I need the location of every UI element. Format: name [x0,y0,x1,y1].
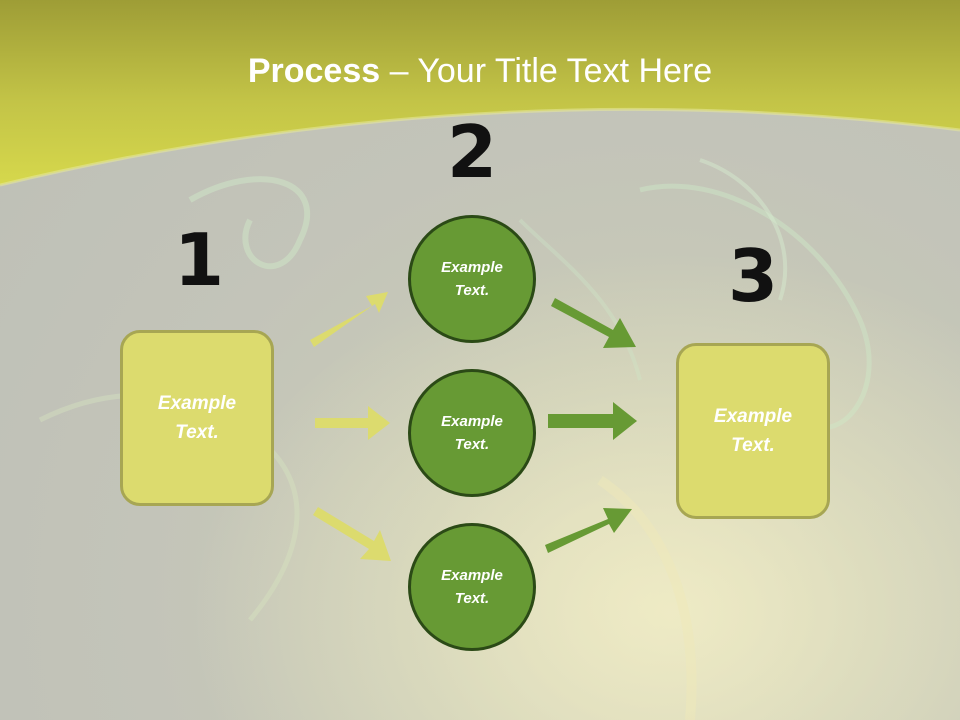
arrow-top-to-3 [551,298,636,348]
step-2-number: 2 [446,110,498,194]
step-3-number: 3 [727,234,779,318]
circle-middle-text: Example Text. [441,413,503,453]
step-2-circle-bottom: Example Text. [408,523,536,651]
slide-title: Process – Your Title Text Here [0,52,960,91]
circle-top-text: Example Text. [441,259,503,299]
step-3-text: Example Text. [713,406,793,456]
step-1-box: Example Text. [120,330,274,506]
circle-bottom-text: Example Text. [441,567,503,607]
arrow-bottom-to-3 [545,508,632,553]
title-rest: – Your Title Text Here [380,52,713,90]
arrow-1-to-top [310,292,388,347]
arrow-1-to-middle [315,406,390,440]
step-1-number: 1 [173,218,225,302]
step-3-box: Example Text. [676,343,830,519]
step-2-circle-middle: Example Text. [408,369,536,497]
step-2-circle-top: Example Text. [408,215,536,343]
arrow-middle-to-3 [548,402,637,440]
title-bold: Process [247,52,381,90]
step-1-text: Example Text. [157,393,237,443]
arrow-1-to-bottom [313,507,391,561]
